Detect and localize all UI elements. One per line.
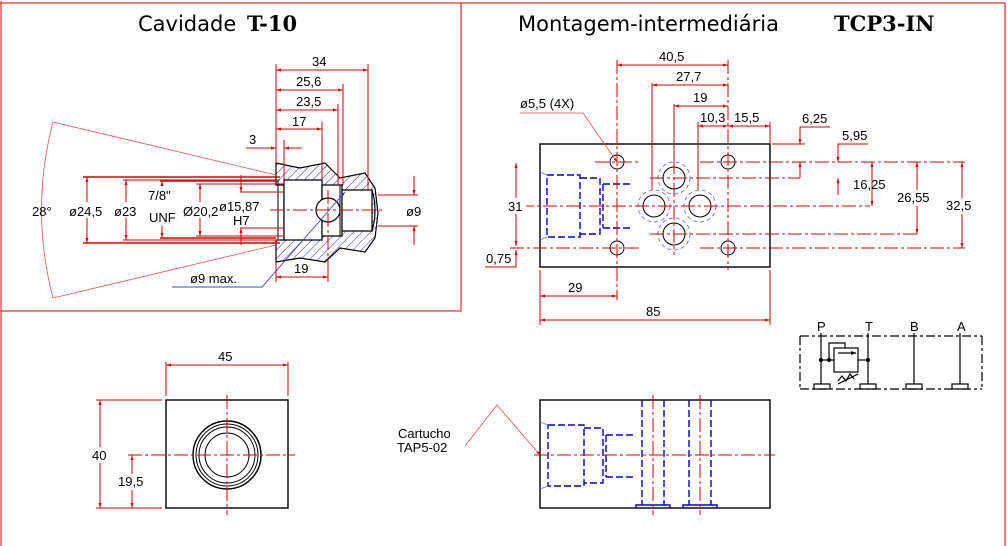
front-view: 45 40 19,5 xyxy=(90,349,295,515)
dim-6-25: 6,25 xyxy=(802,111,827,126)
dim-17: 17 xyxy=(292,114,306,129)
dim-5-95: 5,95 xyxy=(842,128,867,143)
port-label-b: B xyxy=(910,319,919,334)
dim-tolerance: H7 xyxy=(233,213,250,228)
dim-0-75: 0,75 xyxy=(486,251,511,266)
manifold-top-dims: 40,5 27,7 19 10,3 15,5 xyxy=(617,49,771,190)
dim-29: 29 xyxy=(568,280,582,295)
dim-40-5: 40,5 xyxy=(659,49,684,64)
dim-19-top: 19 xyxy=(693,90,707,105)
cavity-title-prefix: Cavidade xyxy=(138,12,236,36)
manifold-title-code: TCP3-IN xyxy=(834,11,934,36)
dim-16-25: 16,25 xyxy=(853,177,886,192)
dim-d24-5: ø24,5 xyxy=(69,204,102,219)
dim-d15-87: ø15,87 xyxy=(219,199,259,214)
port-label-a: A xyxy=(957,319,966,334)
hole-note: ø5,5 (4X) xyxy=(520,96,574,111)
cavity-bottom-dim: 19 xyxy=(275,261,329,282)
cavity-right-dim: ø9 xyxy=(378,176,421,245)
dim-31: 31 xyxy=(508,199,522,214)
cavity-leader: ø9 max. xyxy=(172,191,346,288)
manifold-panel: Montagem-intermediária TCP3-IN xyxy=(485,11,979,325)
cavity-title-code: T-10 xyxy=(247,11,297,36)
port-label-t: T xyxy=(865,319,873,334)
manifold-title-prefix: Montagem-intermediária xyxy=(518,12,779,36)
hydraulic-symbol: P T B A xyxy=(799,319,983,390)
dim-thread-size: 7/8" xyxy=(148,188,171,203)
dim-27-7: 27,7 xyxy=(676,69,701,84)
dim-d20-2: Ø20,2 xyxy=(183,204,218,219)
dim-angle: 28° xyxy=(32,204,52,219)
dim-23-5: 23,5 xyxy=(296,94,321,109)
dim-d23: ø23 xyxy=(114,204,136,219)
cavity-left-dims: 28° ø24,5 ø23 7/8" UNF xyxy=(32,121,284,299)
cavity-panel: Cavidade T-10 xyxy=(32,11,421,299)
manifold-centerlines xyxy=(510,60,965,300)
leader-d9-max: ø9 max. xyxy=(190,271,237,286)
cartridge-model: TAP5-02 xyxy=(397,440,447,455)
dim-25-6: 25,6 xyxy=(296,74,321,89)
dim-15-5: 15,5 xyxy=(734,110,759,125)
dim-45: 45 xyxy=(218,349,232,364)
dim-thread-type: UNF xyxy=(149,210,176,225)
dim-3: 3 xyxy=(249,132,256,147)
port-label-p: P xyxy=(817,319,826,334)
spring-icon xyxy=(837,372,855,383)
dim-d9: ø9 xyxy=(406,204,421,219)
dim-19: 19 xyxy=(294,261,308,276)
manifold-left-dims: 31 0,75 xyxy=(485,163,526,268)
dim-26-55: 26,55 xyxy=(897,190,930,205)
dim-32-5: 32,5 xyxy=(946,198,971,213)
manifold-bottom-dims: 29 85 xyxy=(539,270,771,325)
dim-40: 40 xyxy=(92,448,106,463)
side-view: Cartucho TAP5-02 xyxy=(397,395,775,515)
dim-10-3: 10,3 xyxy=(700,110,725,125)
dim-34: 34 xyxy=(312,54,326,69)
cavity-top-dims: 34 25,6 23,5 17 3 xyxy=(246,54,369,190)
dim-19-5: 19,5 xyxy=(118,474,143,489)
cartridge-label: Cartucho xyxy=(398,426,451,441)
hole-leader: ø5,5 (4X) xyxy=(520,96,618,163)
dim-85: 85 xyxy=(646,304,660,319)
manifold-right-dims: 6,25 5,95 16,25 26,55 32,5 xyxy=(772,111,979,248)
